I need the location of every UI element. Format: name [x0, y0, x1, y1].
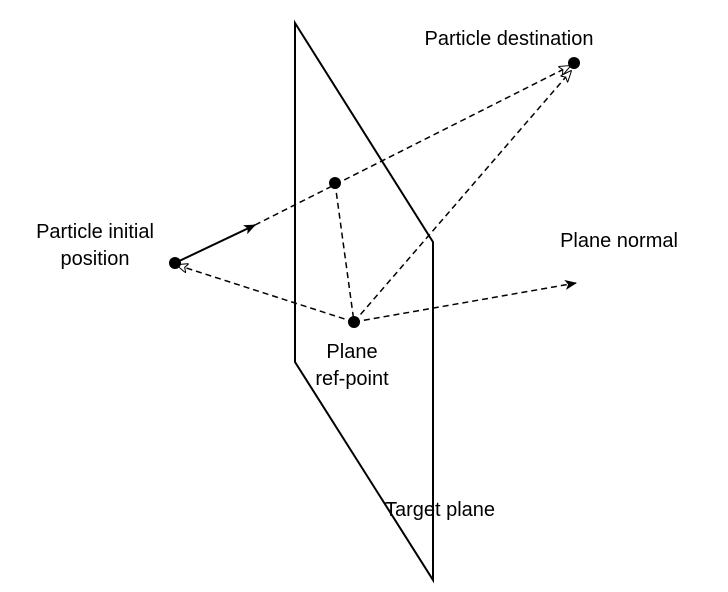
- target-plane-outline: [294, 19, 434, 584]
- particle-initial-position-point: [169, 257, 181, 269]
- plane-ref-label-line2: ref-point: [315, 368, 389, 390]
- plane-normal-dashed-arrow: [353, 279, 577, 323]
- intersection-to-ref-dashed-line: [334, 182, 355, 323]
- particle-direction-arrow: [174, 224, 256, 264]
- particle-destination-point: [568, 57, 580, 69]
- ref-to-destination-dashed-arrow: [353, 71, 571, 323]
- initial-to-destination-dashed-arrow: [254, 66, 570, 226]
- ref-to-initial-dashed-arrow: [177, 265, 355, 323]
- plane-normal-label: Plane normal: [560, 230, 678, 252]
- target-plane-label: Target plane: [385, 499, 495, 521]
- particle-destination-label: Particle destination: [425, 28, 594, 50]
- particle-initial-label-line1: Particle initial: [36, 221, 154, 243]
- particle-initial-label-line2: position: [61, 248, 130, 270]
- plane-ref-label-line1: Plane: [326, 341, 377, 363]
- plane-intersection-point: [329, 177, 341, 189]
- plane-ref-point: [348, 316, 360, 328]
